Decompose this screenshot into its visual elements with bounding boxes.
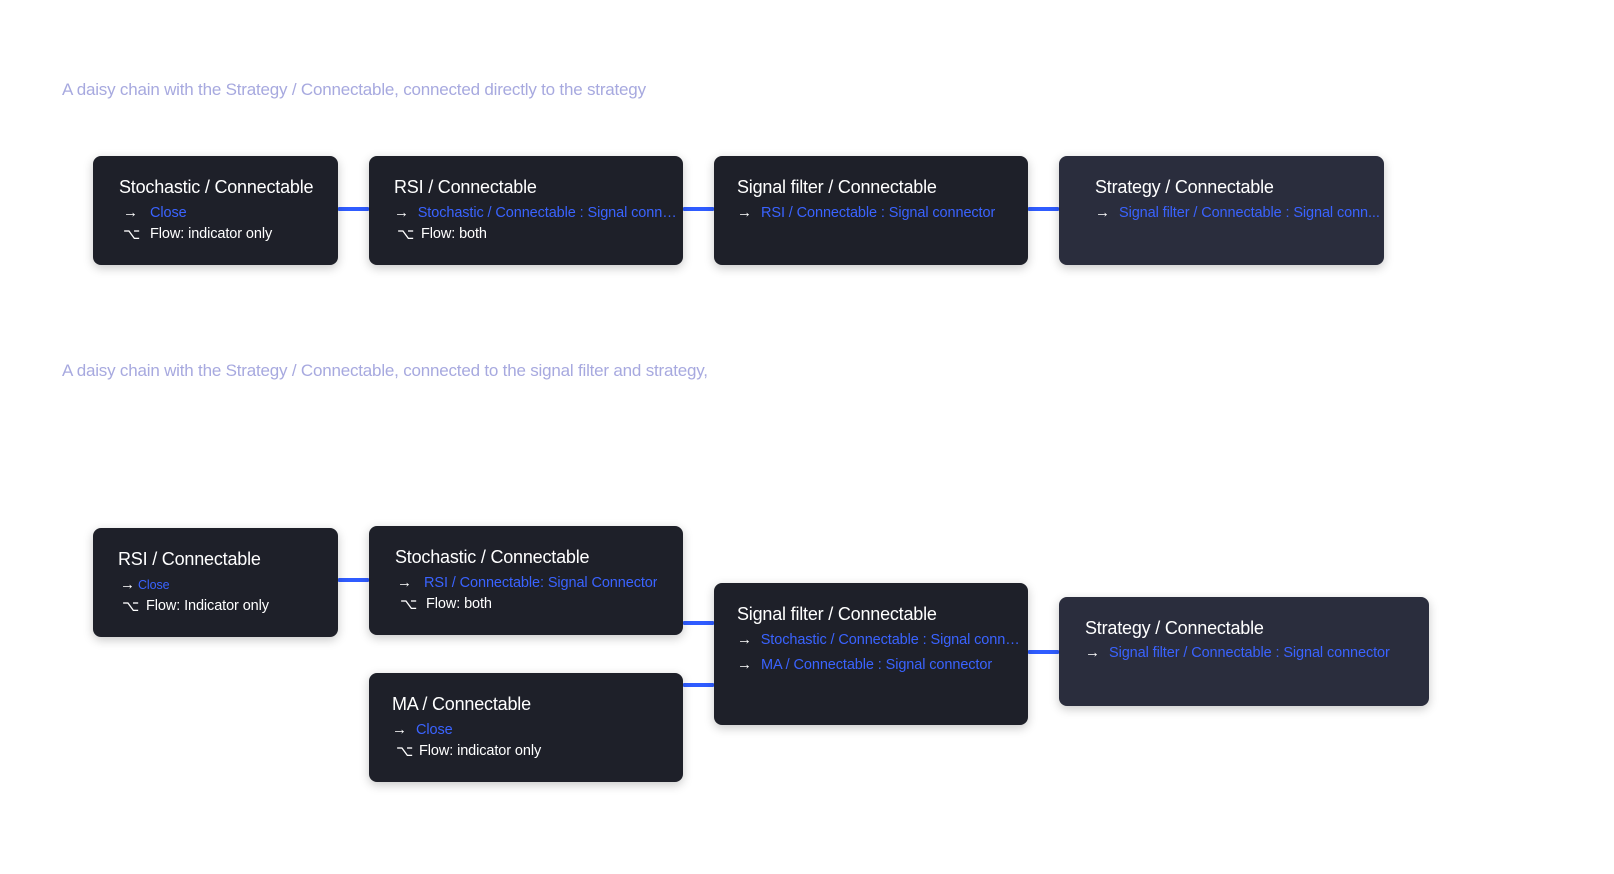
input-link[interactable]: RSI / Connectable: Signal Connector [424, 574, 658, 591]
node-title: Strategy / Connectable [1095, 177, 1274, 197]
flow-label: Flow: indicator only [150, 226, 273, 242]
flow-label: Flow: indicator only [419, 743, 542, 759]
flow-row: ⌥ Flow: Indicator only [122, 597, 269, 615]
wire-ma-to-signal-filter [683, 683, 714, 687]
flow-label: Flow: both [426, 596, 492, 612]
arrow-right-icon: → [397, 574, 412, 591]
flow-row: ⌥ Flow: indicator only [123, 225, 272, 243]
option-key-icon: ⌥ [396, 743, 414, 760]
input-row: → MA / Connectable : Signal connector [737, 656, 992, 673]
node-title: Signal filter / Connectable [737, 177, 937, 197]
input-row: → Close [123, 204, 187, 221]
input-row: → Close [392, 721, 453, 738]
input-row: → Stochastic / Connectable : Signal conn… [394, 204, 679, 221]
input-row: → RSI / Connectable: Signal Connector [397, 574, 657, 591]
input-link[interactable]: Close [150, 204, 187, 221]
flow-row: ⌥ Flow: indicator only [396, 742, 541, 760]
arrow-right-icon: → [120, 576, 135, 593]
flow-label: Flow: both [421, 226, 487, 242]
flow-row: ⌥ Flow: both [397, 225, 487, 243]
input-link[interactable]: Close [138, 577, 170, 592]
arrow-right-icon: → [1095, 204, 1110, 221]
input-row: → Stochastic / Connectable : Signal conn… [737, 631, 1022, 648]
wire-stochastic-to-signal-filter [683, 621, 714, 625]
node-title: MA / Connectable [392, 694, 531, 714]
node-ma[interactable]: MA / Connectable → Close ⌥ Flow: indicat… [369, 673, 683, 782]
node-title: Signal filter / Connectable [737, 604, 937, 624]
node-title: RSI / Connectable [394, 177, 537, 197]
input-row: → Signal filter / Connectable : Signal c… [1095, 204, 1380, 221]
option-key-icon: ⌥ [400, 596, 418, 613]
arrow-right-icon: → [123, 204, 138, 221]
arrow-right-icon: → [394, 204, 409, 221]
input-row: → RSI / Connectable : Signal connector [737, 204, 995, 221]
node-title: Strategy / Connectable [1085, 618, 1264, 638]
option-key-icon: ⌥ [123, 226, 141, 243]
arrow-right-icon: → [392, 721, 407, 738]
node-title: Stochastic / Connectable [395, 547, 590, 567]
node-rsi[interactable]: RSI / Connectable → Stochastic / Connect… [369, 156, 683, 265]
wire-signal-filter-to-strategy [1028, 650, 1059, 654]
node-title: Stochastic / Connectable [119, 177, 314, 197]
arrow-right-icon: → [737, 204, 752, 221]
input-link[interactable]: Signal filter / Connectable : Signal con… [1109, 644, 1390, 661]
arrow-right-icon: → [737, 631, 752, 648]
wire-rsi-to-signal-filter [683, 207, 714, 211]
wire-stochastic-to-rsi [338, 207, 369, 211]
input-link[interactable]: Stochastic / Connectable : Signal conne.… [417, 204, 679, 221]
node-stochastic[interactable]: Stochastic / Connectable → RSI / Connect… [369, 526, 683, 635]
node-title: RSI / Connectable [118, 549, 261, 569]
option-key-icon: ⌥ [122, 598, 140, 615]
input-link[interactable]: MA / Connectable : Signal connector [761, 656, 993, 673]
arrow-right-icon: → [1085, 644, 1100, 661]
caption-direct-chain: A daisy chain with the Strategy / Connec… [62, 80, 646, 99]
wire-signal-filter-to-strategy [1028, 207, 1059, 211]
node-strategy[interactable]: Strategy / Connectable → Signal filter /… [1059, 597, 1429, 706]
node-strategy[interactable]: Strategy / Connectable → Signal filter /… [1059, 156, 1384, 265]
option-key-icon: ⌥ [397, 226, 415, 243]
node-signal-filter[interactable]: Signal filter / Connectable → Stochastic… [714, 583, 1028, 725]
node-signal-filter[interactable]: Signal filter / Connectable → RSI / Conn… [714, 156, 1028, 265]
input-link[interactable]: Close [416, 721, 453, 738]
input-link[interactable]: Stochastic / Connectable : Signal conne.… [760, 631, 1022, 648]
node-rsi[interactable]: RSI / Connectable → Close ⌥ Flow: Indica… [93, 528, 338, 637]
flow-row: ⌥ Flow: both [400, 595, 492, 613]
wire-rsi-to-stochastic [338, 578, 369, 582]
input-row: → Signal filter / Connectable : Signal c… [1085, 644, 1390, 661]
input-link[interactable]: RSI / Connectable : Signal connector [761, 204, 996, 221]
input-link[interactable]: Signal filter / Connectable : Signal con… [1119, 204, 1380, 221]
node-stochastic[interactable]: Stochastic / Connectable → Close ⌥ Flow:… [93, 156, 338, 265]
flow-label: Flow: Indicator only [146, 598, 269, 614]
caption-filter-chain: A daisy chain with the Strategy / Connec… [62, 361, 708, 380]
input-row: → Close [120, 576, 169, 593]
arrow-right-icon: → [737, 656, 752, 673]
